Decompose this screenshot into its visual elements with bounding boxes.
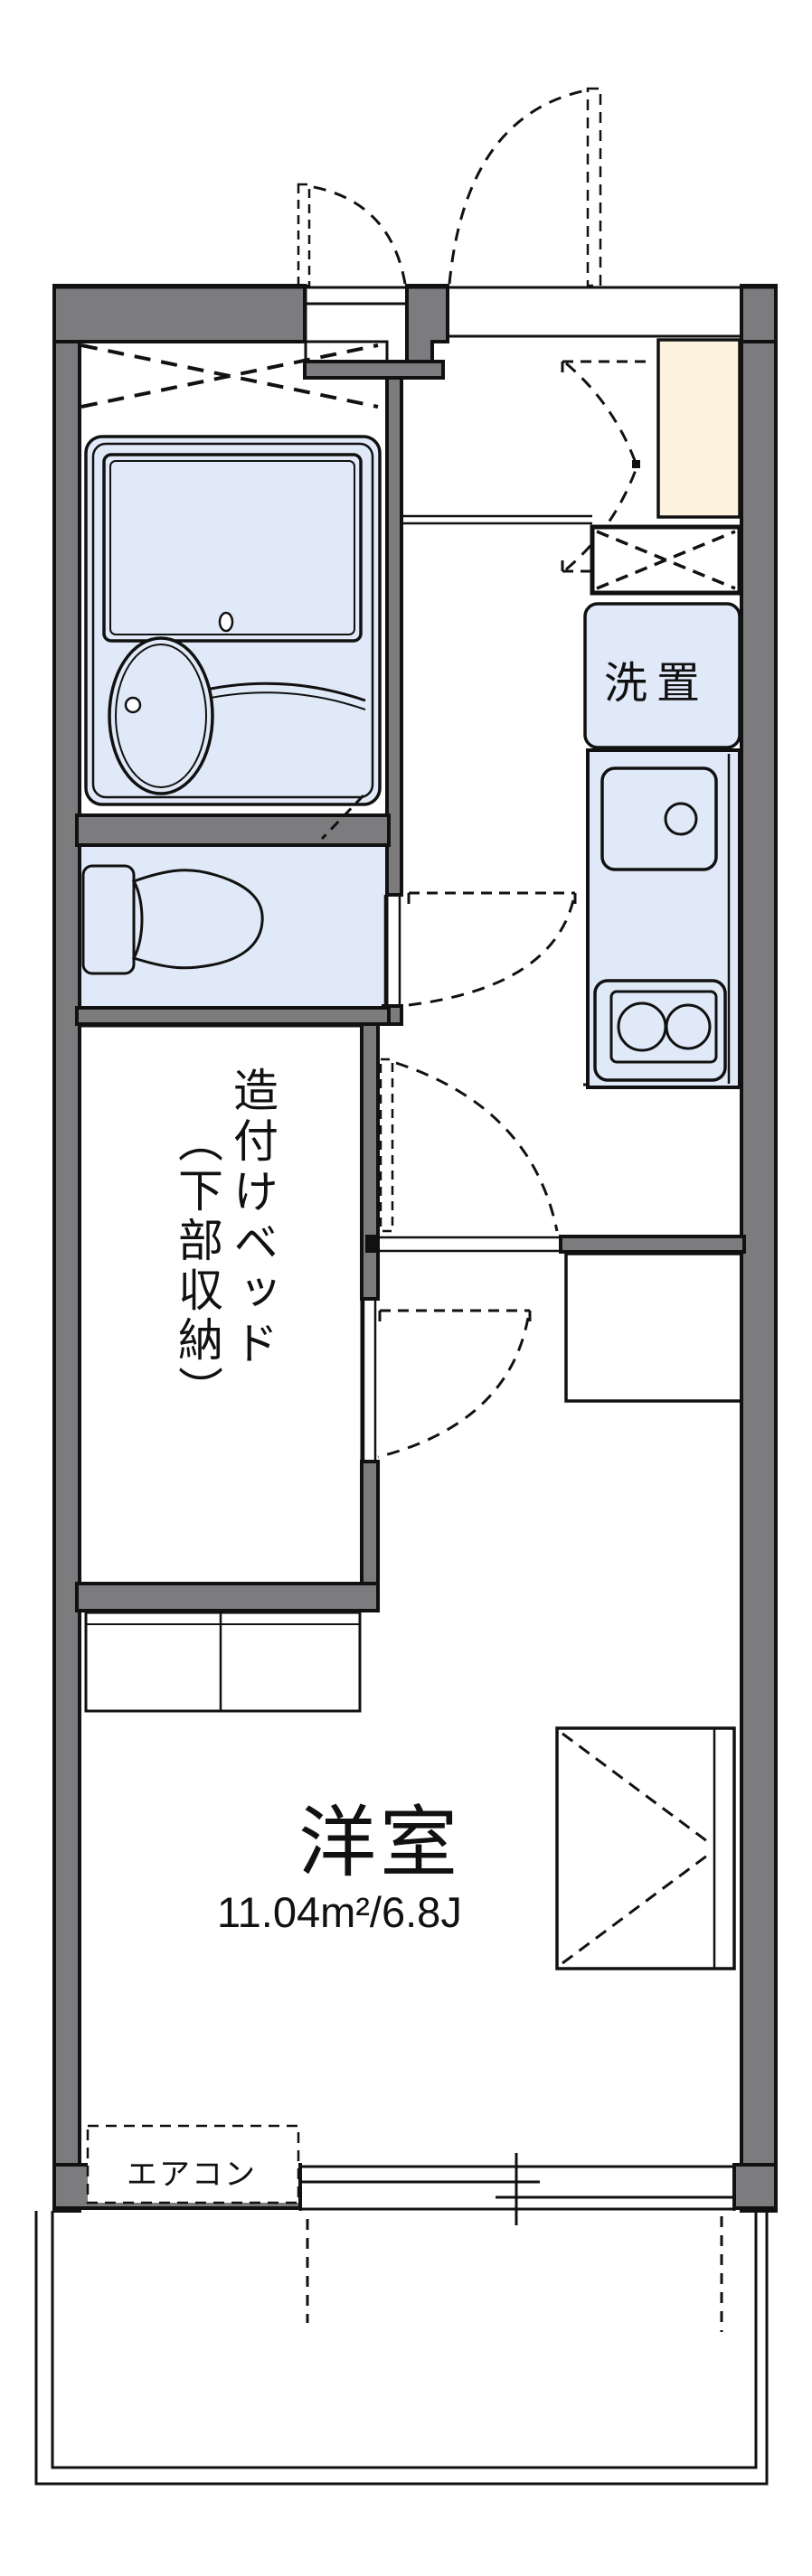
toilet-bowl (131, 869, 264, 970)
wall-bed-bottom (75, 1582, 380, 1612)
wall-left (52, 284, 81, 2213)
wall-entry-step (303, 360, 445, 380)
wall-hall (559, 1235, 746, 1254)
wall-bath-toilet (75, 813, 391, 847)
sliding-window (298, 2153, 736, 2225)
wall-right (740, 284, 778, 2213)
toilet (81, 864, 264, 975)
wall-toilet-bed (75, 1006, 391, 1026)
doors (297, 87, 602, 1459)
wall-top-left (52, 284, 307, 343)
counter-edge (210, 682, 366, 702)
washbasin-inner (115, 644, 207, 788)
wall-bed-right-lower (360, 1460, 380, 1594)
washbasin (108, 636, 214, 795)
refrigerator-x (596, 530, 736, 590)
wall-bottom-right (732, 2163, 778, 2210)
toilet-door-swing (407, 891, 577, 1007)
burner-right (665, 1003, 712, 1050)
bathtub-basin-inner (109, 460, 355, 635)
bathroom-unit (80, 343, 382, 841)
wall-cap (365, 1235, 376, 1253)
built-in-bed-label: 造付けベッド (227, 1067, 278, 1370)
service-door-swing (297, 183, 407, 287)
bath-door-dash (320, 794, 365, 841)
ceiling-hatch-x (80, 343, 379, 409)
bed-shelf (84, 1611, 362, 1713)
stove (593, 979, 727, 1082)
drain (218, 611, 234, 633)
wall-corridor-left (385, 376, 403, 897)
air-conditioner-box (86, 2124, 300, 2205)
walls (52, 284, 778, 2213)
balcony (34, 2211, 769, 2486)
wall-bed-right-upper (360, 1022, 380, 1301)
hall-door-swing (379, 1058, 559, 1233)
washer-space (583, 602, 741, 749)
built-in-bed-sublabel: （下部収納） (172, 1117, 222, 1415)
stove-top (609, 990, 718, 1064)
entry-door-swing (448, 87, 602, 287)
closet (555, 1726, 736, 1970)
bathtub-basin (102, 453, 363, 643)
room-name-label: 洋室 (298, 1800, 461, 1886)
kitchen-sink (600, 766, 718, 871)
entry-zone (561, 338, 742, 596)
faucet (124, 696, 142, 714)
bathtub-rim (91, 442, 374, 799)
room-area-label: 11.04m²/6.8J (217, 1888, 462, 1936)
air-conditioner-label: エアコン (127, 2158, 257, 2192)
toilet-tank (81, 864, 136, 975)
bed-door-swing (377, 1309, 532, 1459)
counter-edge-inner (210, 691, 366, 710)
washer-space-label: 洗置 (604, 660, 710, 708)
storage-nook (564, 1252, 745, 1403)
wall-top-right (740, 284, 778, 343)
kitchen (586, 748, 741, 1089)
sink-drain (664, 802, 698, 836)
shoe-cabinet (656, 338, 741, 519)
